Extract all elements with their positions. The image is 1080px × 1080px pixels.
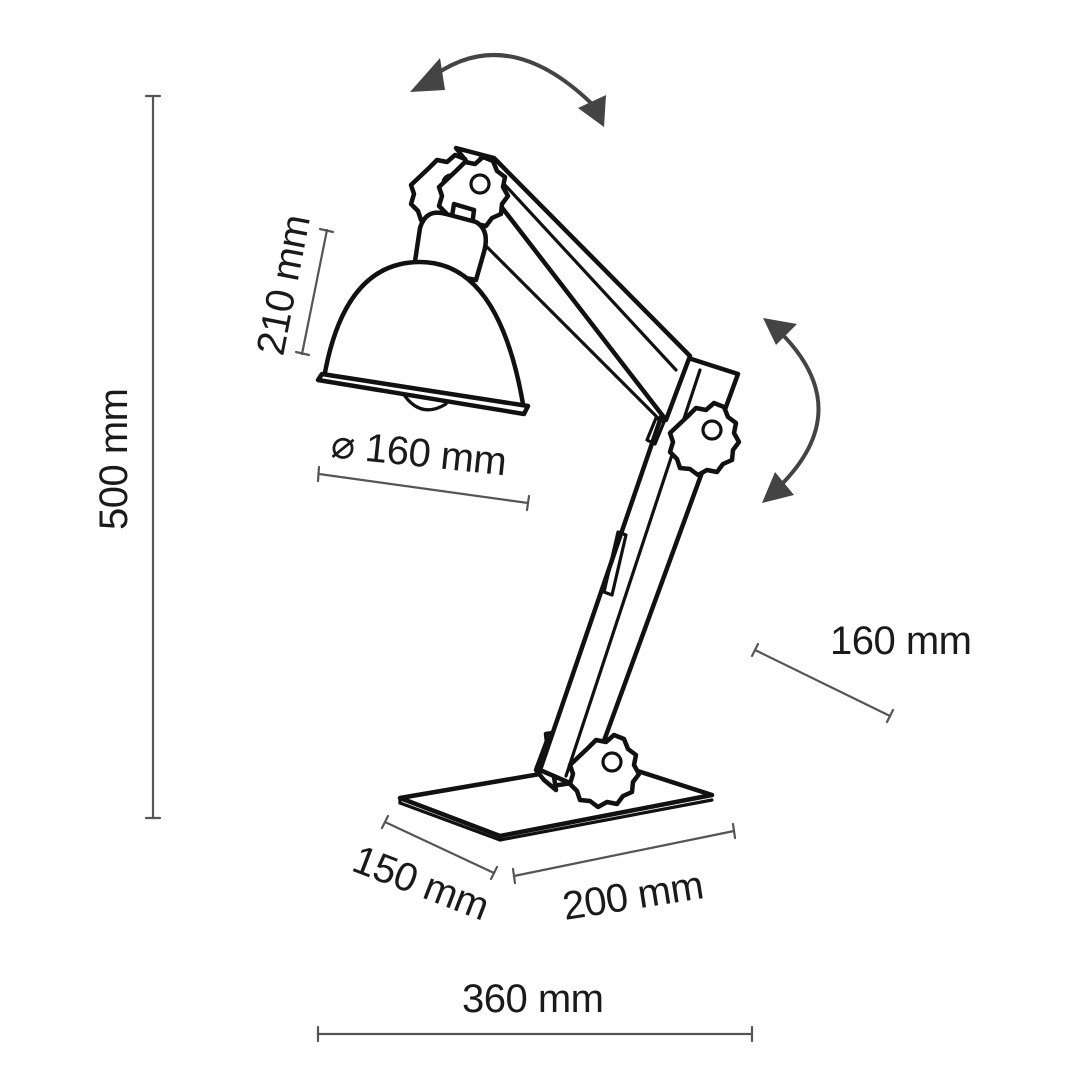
shade-diameter-dimension [316, 465, 531, 512]
lamp-shade [315, 259, 531, 417]
shade-diameter-label: ⌀ 160 mm [329, 422, 508, 484]
base-width-label: 200 mm [560, 863, 707, 929]
arm-length-label: 160 mm [830, 619, 972, 663]
knob-icon [667, 400, 742, 478]
arm-length-dimension [750, 642, 895, 724]
shade-height-dimension [294, 227, 335, 357]
rotate-arrow-icon [410, 53, 606, 127]
base-depth-label: 150 mm [347, 837, 495, 929]
total-width-label: 360 mm [462, 977, 604, 1021]
upper-arm [453, 145, 693, 423]
height-label: 500 mm [92, 389, 136, 531]
tilt-arrow-icon [762, 318, 821, 503]
base-depth-dimension [380, 814, 499, 881]
lamp-illustration [315, 145, 742, 842]
height-dimension [144, 94, 162, 820]
base-width-dimension [511, 822, 737, 885]
knob-icon [567, 732, 642, 810]
shade-height-label: 210 mm [249, 211, 319, 358]
total-width-dimension [316, 1025, 754, 1043]
